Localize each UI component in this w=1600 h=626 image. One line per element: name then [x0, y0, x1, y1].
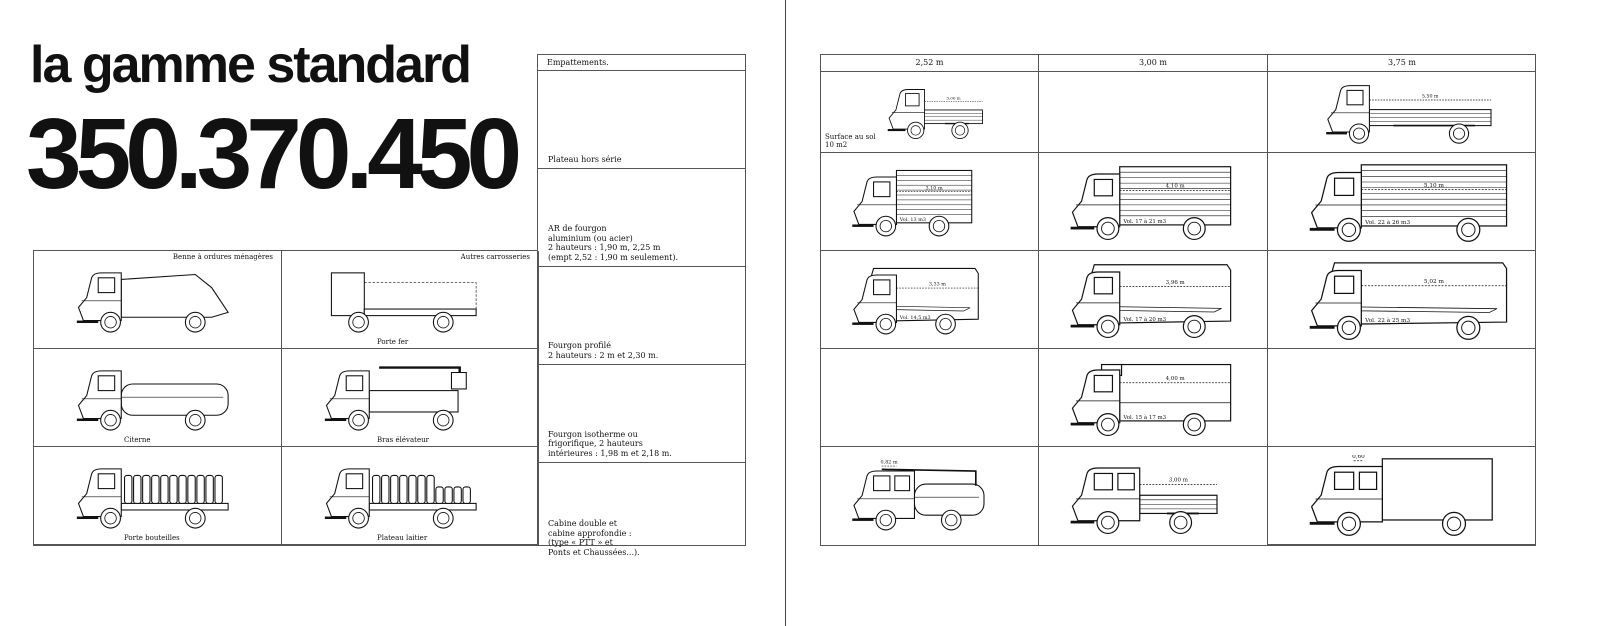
dimension-label: 0,82 m — [881, 460, 898, 466]
matrix-cell-double-pompier: 0,82 m — [821, 447, 1039, 545]
bodywork-cell-benne: Benne à ordures ménagères — [34, 251, 282, 349]
volume-label: Vol. 13 m3 — [899, 217, 926, 223]
title-models: 350.370.450 — [26, 98, 522, 210]
wheelbase-header: 2,52 m — [821, 55, 1039, 72]
bodywork-cell-bras: Bras élévateur — [282, 349, 539, 447]
matrix-cell-plateau: 5,50 m — [1268, 72, 1536, 153]
truck-drawing-citerne — [76, 370, 229, 431]
matrix-cell-double-box: 0,60 — [1268, 447, 1536, 545]
volume-label: Vol. 22 à 26 m3 — [1364, 219, 1410, 226]
bodywork-label: Porte bouteilles — [124, 534, 180, 542]
truck-drawing-iso: 4,00 m Vol. 15 à 17 m3 — [1070, 363, 1232, 437]
dimension-label: 3,10 m — [926, 185, 943, 191]
truck-drawing-portefer — [330, 272, 477, 333]
matrix-cell-empty — [1268, 349, 1536, 447]
volume-label: Vol. 22 à 25 m3 — [1364, 317, 1410, 324]
truck-drawing-double-pompier: 0,82 m — [852, 460, 985, 531]
bodywork-label: Citerne — [124, 436, 151, 444]
truck-drawing-double-box: 0,60 — [1309, 455, 1493, 536]
matrix-cell-box: 3,10 m Vol. 13 m3 — [821, 153, 1039, 251]
matrix-cell-box: 4,10 m Vol. 17 à 21 m3 — [1039, 153, 1268, 251]
legend-header: Empattements. — [538, 55, 745, 71]
dimension-label: 0,60 — [1352, 455, 1365, 460]
page-divider — [785, 0, 786, 626]
matrix-cell-iso: 4,00 m Vol. 15 à 17 m3 — [1039, 349, 1268, 447]
legend-text: Fourgon profilé 2 hauteurs : 2 m et 2,30… — [548, 341, 659, 360]
matrix-cell-profile: 3,96 m Vol. 17 à 20 m3 — [1039, 251, 1268, 349]
legend-row: Fourgon profilé 2 hauteurs : 2 m et 2,30… — [538, 267, 745, 365]
volume-label: Vol. 14,5 m3 — [899, 315, 931, 321]
bodywork-label: Bras élévateur — [377, 436, 429, 444]
matrix-cell-plateau: Surface au sol 10 m2 3,00 m — [821, 72, 1039, 153]
wheelbase-header: 3,75 m — [1268, 55, 1536, 72]
legend-text: Plateau hors série — [548, 154, 622, 164]
dimension-label: 3,00 m — [1169, 478, 1188, 484]
dimension-label: 3,96 m — [1166, 280, 1185, 286]
dimension-label: 4,00 m — [1166, 376, 1185, 382]
wheelbase-header: 3,00 m — [1039, 55, 1268, 72]
dimension-label: 3,33 m — [929, 282, 946, 288]
legend-row: Plateau hors série — [538, 71, 745, 169]
legend-column: Empattements. Plateau hors série AR de fou… — [537, 54, 746, 557]
truck-drawing-bouteilles — [76, 468, 229, 529]
legend-row: Cabine double et cabine approfondie : (t… — [538, 463, 745, 561]
legend-text: Cabine double et cabine approfondie : (t… — [548, 519, 640, 557]
truck-drawing-profile: 3,33 m Vol. 14,5 m3 — [852, 267, 979, 335]
dimension-label: 3,00 m — [946, 96, 960, 101]
bodywork-sublabel: Porte fer — [377, 338, 409, 346]
bodywork-cell-citerne: Citerne — [34, 349, 282, 447]
legend-text: Fourgon isotherme ou frigorifique, 2 hau… — [548, 429, 672, 458]
dimension-label: 4,10 m — [1166, 184, 1185, 190]
truck-drawing-profile: 3,96 m Vol. 17 à 20 m3 — [1070, 264, 1232, 339]
truck-drawing-bras — [324, 366, 467, 431]
matrix-cell-empty — [1039, 72, 1268, 153]
surface-note: Surface au sol 10 m2 — [825, 133, 876, 149]
legend-row: AR de fourgon aluminium (ou acier) 2 hau… — [538, 169, 745, 267]
bodywork-cell-laitier: Plateau laitier — [282, 447, 539, 545]
matrix-cell-empty — [821, 349, 1039, 447]
title-gamme: la gamme standard — [30, 36, 472, 94]
bodywork-cell-bouteilles: Porte bouteilles — [34, 447, 282, 545]
truck-drawing-box: 4,10 m Vol. 17 à 21 m3 — [1070, 166, 1232, 241]
matrix-cell-profile: 5,02 m Vol. 22 à 25 m3 — [1268, 251, 1536, 349]
bodywork-label: Plateau laitier — [377, 534, 428, 542]
bodywork-label: Autres carrosseries — [460, 253, 530, 261]
truck-drawing-box: 5,10 m Vol. 22 à 26 m3 — [1309, 164, 1508, 242]
legend-text: AR de fourgon aluminium (ou acier) 2 hau… — [548, 224, 679, 262]
matrix-cell-double-plateau: 3,00 m — [1039, 447, 1268, 545]
truck-drawing-double-plateau: 3,00 m — [1070, 467, 1218, 535]
matrix-cell-box: 5,10 m Vol. 22 à 26 m3 — [1268, 153, 1536, 251]
matrix-cell-profile: 3,33 m Vol. 14,5 m3 — [821, 251, 1039, 349]
dimension-label: 5,02 m — [1424, 279, 1445, 285]
legend-row: Fourgon isotherme ou frigorifique, 2 hau… — [538, 365, 745, 463]
dimension-label: 5,10 m — [1424, 183, 1445, 189]
truck-drawing-box: 3,10 m Vol. 13 m3 — [852, 169, 973, 237]
truck-drawing-plateau: 5,50 m — [1326, 85, 1492, 144]
truck-drawing-plateau: 3,00 m — [887, 89, 983, 140]
volume-label: Vol. 15 à 17 m3 — [1122, 414, 1166, 421]
volume-label: Vol. 17 à 21 m3 — [1122, 218, 1166, 225]
truck-drawing-benne — [76, 272, 229, 333]
bodywork-grid: Benne à ordures ménagères Autres carrosse… — [33, 250, 539, 546]
bodywork-label: Benne à ordures ménagères — [172, 253, 273, 261]
truck-drawing-laitier — [324, 468, 477, 529]
truck-drawing-profile: 5,02 m Vol. 22 à 25 m3 — [1309, 262, 1508, 340]
volume-label: Vol. 17 à 20 m3 — [1122, 316, 1166, 323]
dimension-label: 5,50 m — [1422, 94, 1439, 100]
